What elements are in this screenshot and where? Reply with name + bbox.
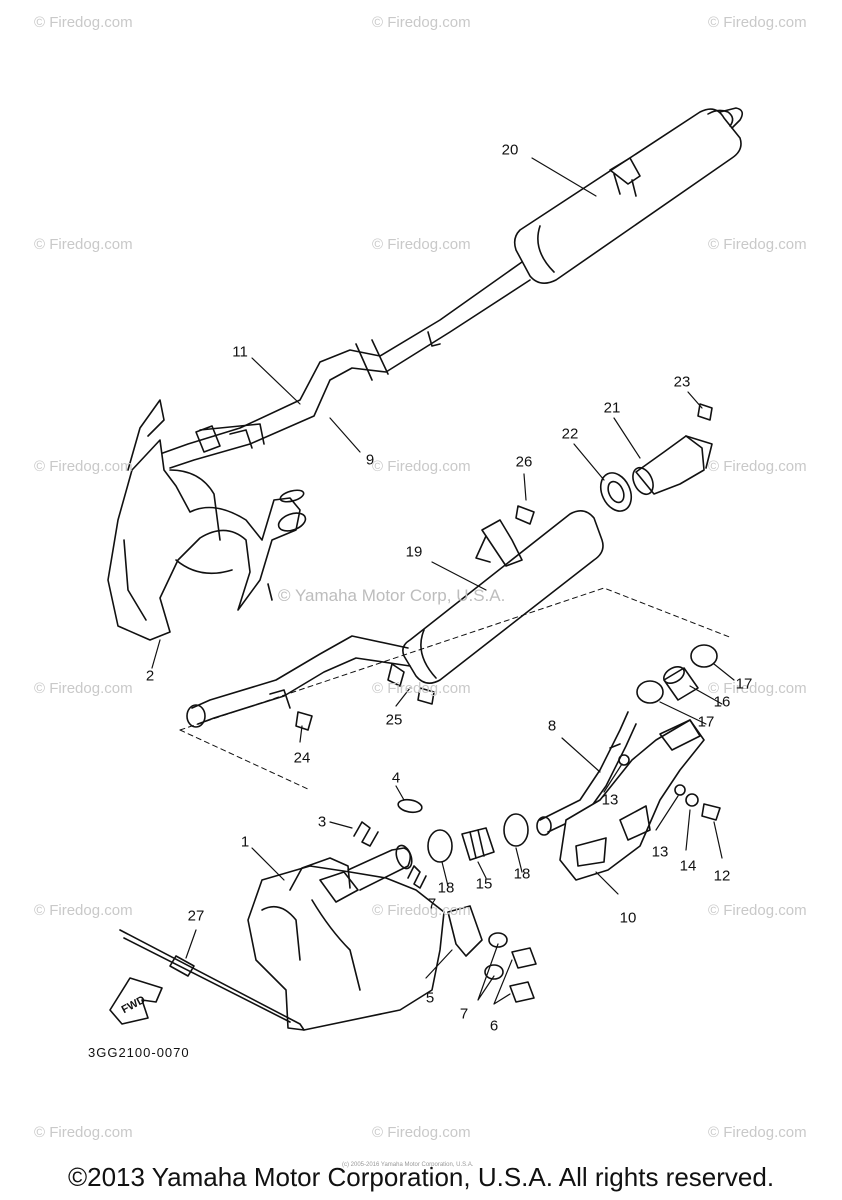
callout-7b[interactable]: 7 — [427, 895, 437, 913]
callout-18b[interactable]: 18 — [513, 865, 531, 883]
watermark: © Firedog.com — [34, 902, 133, 919]
watermark: © Firedog.com — [372, 14, 471, 31]
callout-17a[interactable]: 17 — [735, 675, 753, 693]
watermark: © Firedog.com — [708, 14, 807, 31]
callout-24[interactable]: 24 — [293, 749, 311, 767]
callout-13b[interactable]: 13 — [651, 843, 669, 861]
callout-22[interactable]: 22 — [561, 425, 579, 443]
callout-23[interactable]: 23 — [673, 373, 691, 391]
callout-6[interactable]: 6 — [489, 1017, 499, 1035]
watermark: © Firedog.com — [372, 902, 471, 919]
watermark: © Firedog.com — [34, 14, 133, 31]
watermark: © Firedog.com — [708, 902, 807, 919]
watermark: © Firedog.com — [708, 680, 807, 697]
callout-27[interactable]: 27 — [187, 907, 205, 925]
callout-16[interactable]: 16 — [713, 693, 731, 711]
callout-18a[interactable]: 18 — [437, 879, 455, 897]
watermark: © Firedog.com — [708, 1124, 807, 1141]
lower-chamber-assembly — [109, 644, 721, 1031]
callout-2[interactable]: 2 — [145, 667, 155, 685]
callout-1[interactable]: 1 — [240, 833, 250, 851]
callout-5[interactable]: 5 — [425, 989, 435, 1007]
center-watermark: © Yamaha Motor Corp, U.S.A. — [278, 586, 506, 605]
watermark: © Firedog.com — [34, 1124, 133, 1141]
fine-print: (c) 2005-2016 Yamaha Motor Corporation, … — [342, 1162, 474, 1168]
callout-19[interactable]: 19 — [405, 543, 423, 561]
middle-muffler-assembly — [179, 403, 733, 791]
callout-13a[interactable]: 13 — [601, 791, 619, 809]
copyright-footer: ©2013 Yamaha Motor Corporation, U.S.A. A… — [67, 1162, 775, 1192]
callout-3[interactable]: 3 — [317, 813, 327, 831]
callout-8[interactable]: 8 — [547, 717, 557, 735]
watermark: © Firedog.com — [34, 458, 133, 475]
diagram-code: 3GG2100-0070 — [88, 1045, 190, 1060]
callout-11[interactable]: 11 — [232, 343, 248, 361]
upper-muffler-assembly — [107, 107, 744, 641]
callout-25[interactable]: 25 — [385, 711, 403, 729]
callout-10[interactable]: 10 — [619, 909, 637, 927]
callout-26[interactable]: 26 — [515, 453, 533, 471]
callout-4[interactable]: 4 — [391, 769, 401, 787]
watermark: © Firedog.com — [34, 236, 133, 253]
watermark: © Firedog.com — [708, 458, 807, 475]
callout-17b[interactable]: 17 — [697, 713, 715, 731]
callout-15[interactable]: 15 — [475, 875, 493, 893]
watermark: © Firedog.com — [372, 458, 471, 475]
watermark: © Firedog.com — [34, 680, 133, 697]
callout-20[interactable]: 20 — [501, 141, 519, 159]
watermark: © Firedog.com — [372, 236, 471, 253]
callout-9[interactable]: 9 — [365, 451, 375, 469]
watermark: © Firedog.com — [708, 236, 807, 253]
callout-12[interactable]: 12 — [713, 867, 731, 885]
callout-14[interactable]: 14 — [679, 857, 697, 875]
callout-7a[interactable]: 7 — [459, 1005, 469, 1023]
watermark: © Firedog.com — [372, 680, 471, 697]
watermark: © Firedog.com — [372, 1124, 471, 1141]
callout-21[interactable]: 21 — [603, 399, 621, 417]
leader-lines — [151, 157, 735, 1005]
